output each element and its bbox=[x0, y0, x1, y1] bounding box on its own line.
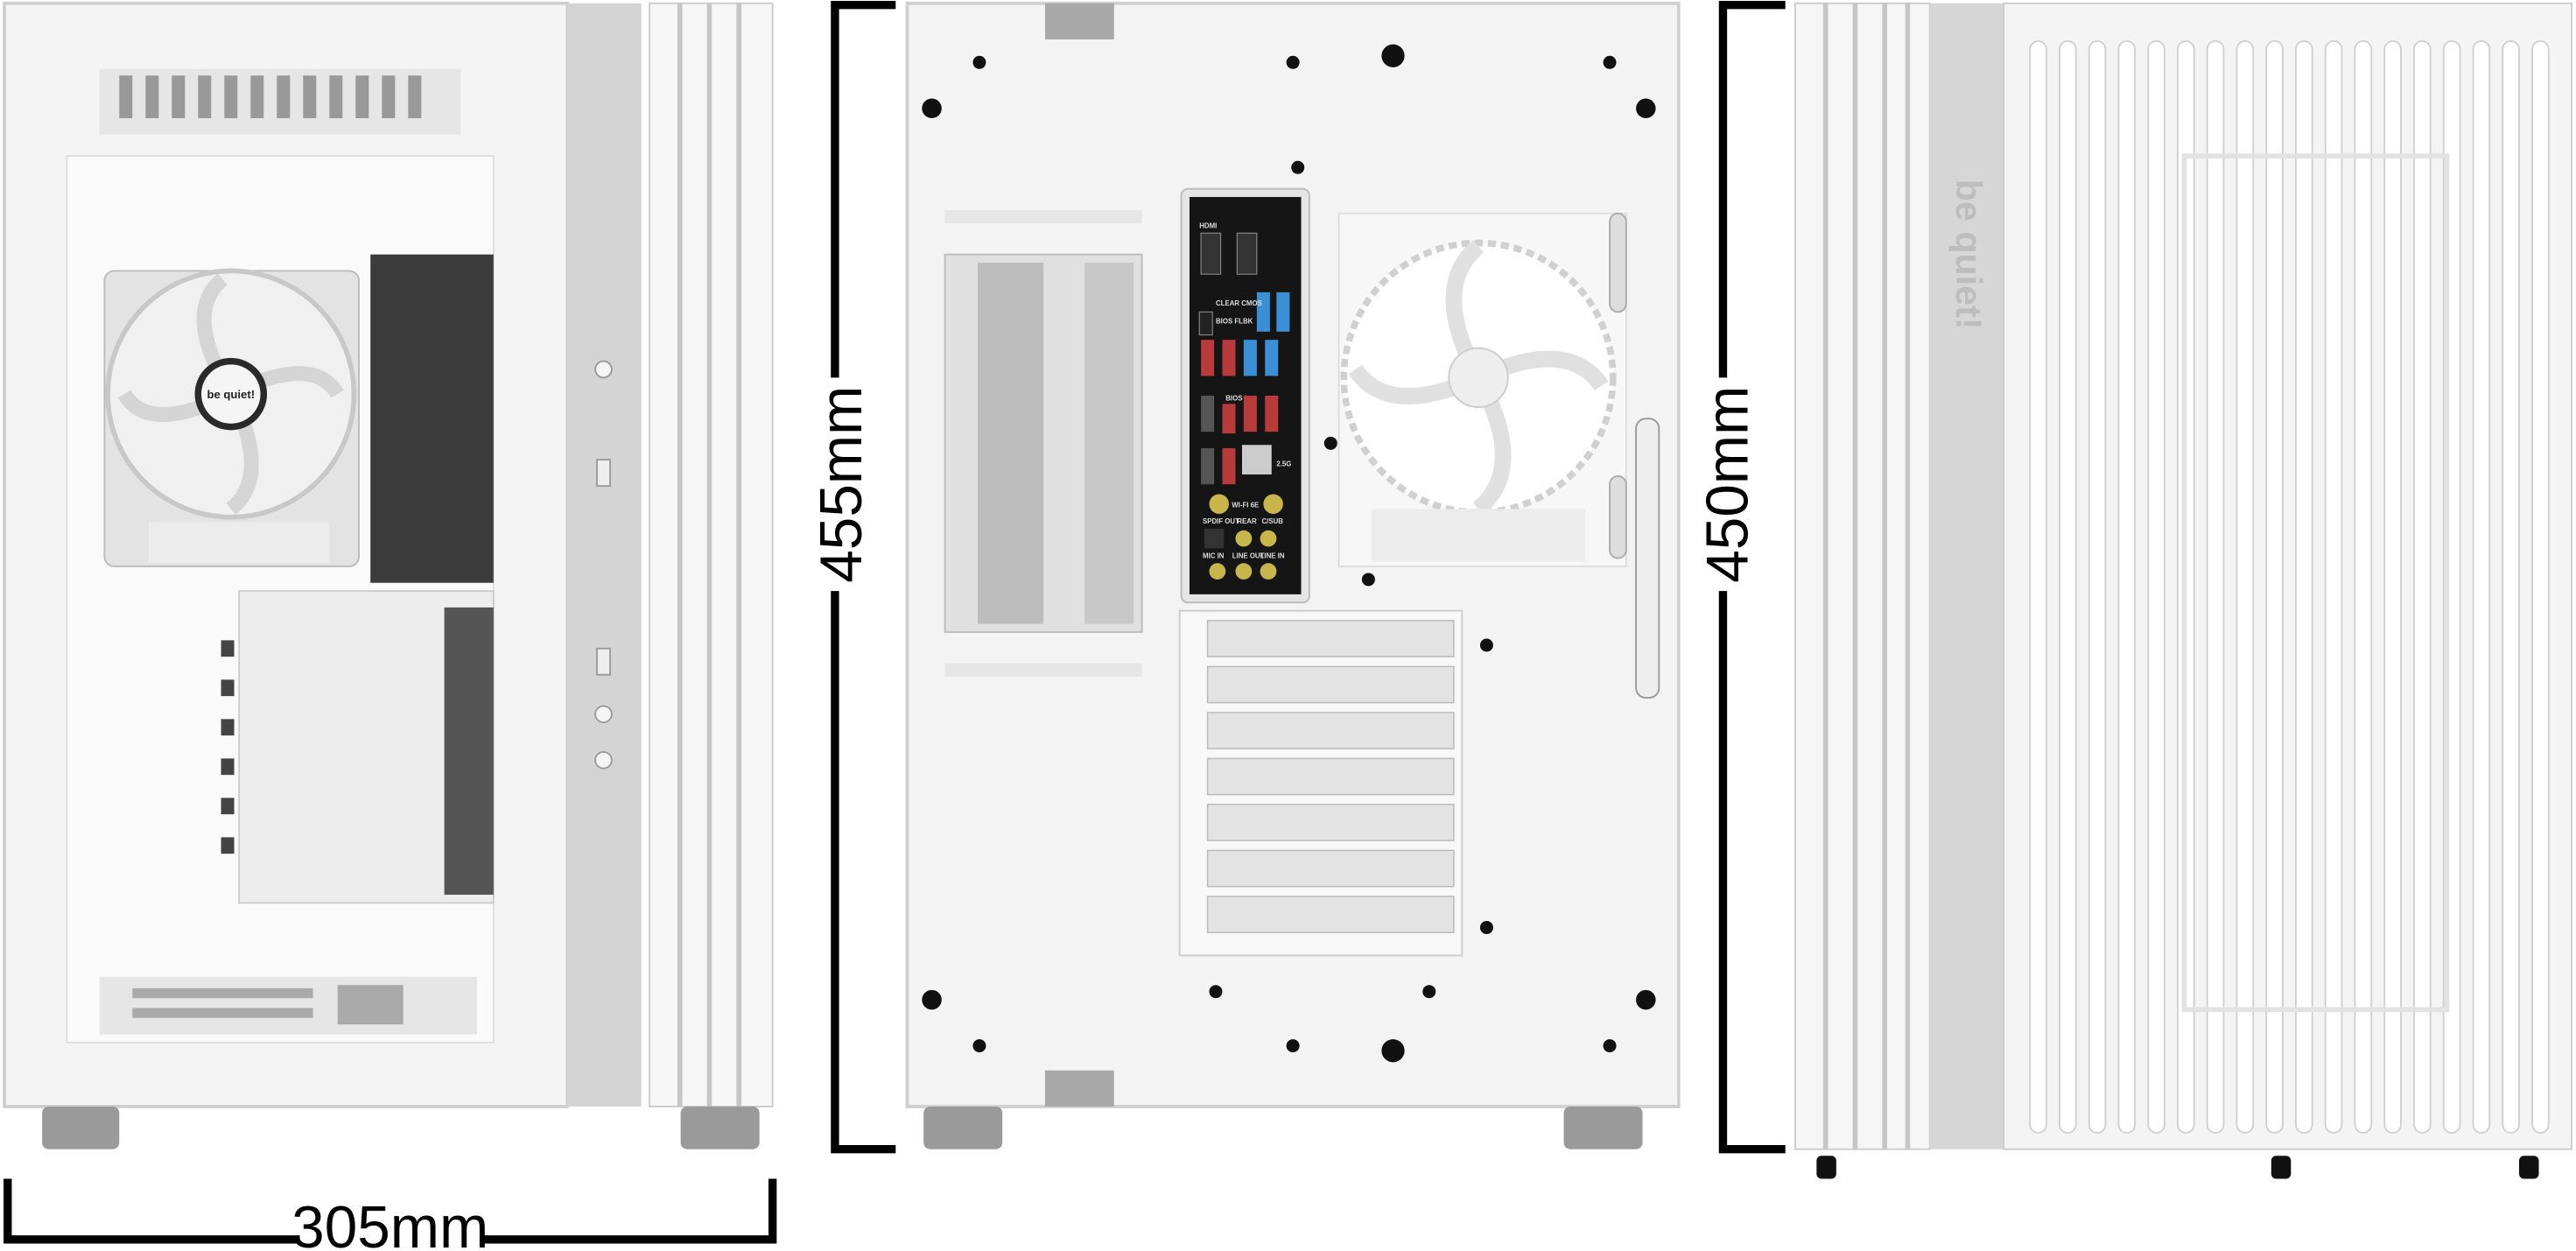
top-vent bbox=[99, 68, 461, 135]
io-shield: HDMI CLEAR CMOS BIOS FLBK BIOS 2.5G WI-F… bbox=[1180, 187, 1310, 604]
svg-text:MIC IN: MIC IN bbox=[1203, 552, 1225, 560]
svg-text:2.5G: 2.5G bbox=[1276, 460, 1291, 468]
svg-text:WI-FI 6E: WI-FI 6E bbox=[1232, 501, 1259, 509]
svg-text:REAR: REAR bbox=[1237, 517, 1257, 525]
case-rear-view: HDMI CLEAR CMOS BIOS FLBK BIOS 2.5G WI-F… bbox=[905, 1, 1681, 1149]
svg-text:LINE IN: LINE IN bbox=[1260, 552, 1285, 560]
width-dimension: 305mm bbox=[4, 1178, 777, 1251]
side-logo: be quiet! bbox=[1948, 179, 1989, 330]
svg-text:LINE OUT: LINE OUT bbox=[1232, 552, 1265, 560]
side-vent-slots bbox=[2029, 39, 2550, 1134]
bottom-vent bbox=[99, 976, 478, 1035]
front-io-strip bbox=[567, 3, 642, 1107]
front-panel-ribs bbox=[649, 2, 774, 1107]
height-rear-label: 455mm bbox=[809, 386, 874, 583]
height-side-label: 450mm bbox=[1695, 386, 1761, 583]
foot bbox=[1816, 1156, 1836, 1179]
svg-text:BIOS: BIOS bbox=[1225, 395, 1242, 403]
foot bbox=[1563, 1106, 1643, 1149]
svg-text:HDMI: HDMI bbox=[1199, 222, 1217, 230]
height-dimension-rear: 455mm bbox=[809, 0, 896, 1154]
rear-exhaust-fan bbox=[1337, 212, 1660, 699]
svg-text:CLEAR CMOS: CLEAR CMOS bbox=[1216, 299, 1262, 307]
motherboard-tray-cutout bbox=[370, 254, 494, 583]
front-io-buttons bbox=[594, 360, 613, 770]
rear-fan: be quiet! bbox=[103, 268, 361, 567]
case-glass-side-view: be quiet! bbox=[3, 1, 774, 1149]
case-vented-side-view: be quiet! bbox=[1794, 2, 2572, 1179]
screws bbox=[922, 44, 1656, 1063]
fan-logo: be quiet! bbox=[207, 388, 255, 401]
foot bbox=[42, 1106, 120, 1149]
psu-bay-cutout bbox=[944, 210, 1143, 677]
pci-slot-area bbox=[221, 590, 495, 904]
foot bbox=[680, 1106, 760, 1149]
expansion-slots bbox=[1178, 609, 1463, 957]
foot bbox=[923, 1106, 1003, 1149]
foot bbox=[2271, 1156, 2292, 1179]
width-label: 305mm bbox=[291, 1195, 488, 1251]
svg-text:SPDIF OUT: SPDIF OUT bbox=[1203, 517, 1239, 525]
foot bbox=[2518, 1156, 2539, 1179]
svg-text:C/SUB: C/SUB bbox=[1261, 517, 1283, 525]
svg-text:BIOS FLBK: BIOS FLBK bbox=[1216, 317, 1253, 325]
height-dimension-side: 450mm bbox=[1695, 0, 1786, 1154]
